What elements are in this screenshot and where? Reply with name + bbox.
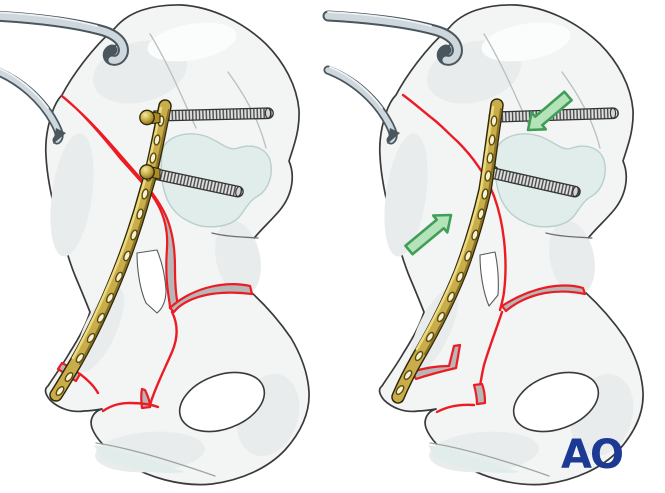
sciatic-notch <box>479 251 499 307</box>
lag-screw-head-icon <box>139 109 161 180</box>
lag-screw-icon <box>149 107 274 198</box>
ao-logo: AO <box>561 432 622 478</box>
panel-right-compression: AO <box>328 5 644 485</box>
sciatic-notch <box>136 249 167 314</box>
reconstruction-plate-icon <box>391 98 504 404</box>
lag-screw-icon <box>491 107 619 198</box>
compression-arrow-icon <box>404 213 453 256</box>
compression-arrow-icon <box>526 90 573 132</box>
panel-left-plate-fixation <box>0 5 310 485</box>
